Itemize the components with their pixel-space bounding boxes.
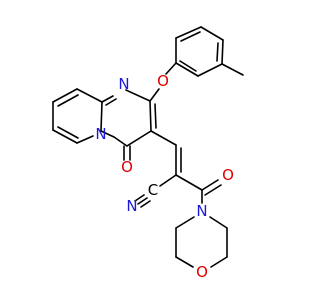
amide-carbonyl-bond [201, 179, 219, 191]
atom-n-bridgehead: N [95, 125, 106, 143]
vinyl-bond [150, 130, 177, 146]
nitrile-link [159, 174, 177, 187]
amide-c-bond [175, 174, 203, 191]
morpholine-ring [175, 216, 228, 268]
pyrimidinone-ring [100, 89, 157, 147]
atom-o-ether: O [157, 72, 169, 90]
chemical-structure: N N O O O C N N O [52, 26, 244, 281]
nitrile-triple-2 [134, 194, 145, 202]
atom-n-nitrile: N [126, 197, 137, 215]
atom-c-nitrile: C [148, 181, 158, 199]
atom-o-ring-carbonyl: O [121, 158, 133, 176]
pyridine-ring [52, 88, 103, 144]
tolyl-ring [175, 26, 244, 77]
amide-carbonyl-bond-2 [204, 184, 222, 196]
nitrile-triple-3 [140, 200, 151, 208]
nitrile-triple-1 [137, 197, 148, 205]
atom-o-morpholine: O [196, 263, 208, 281]
ether-bond-aryl [165, 62, 177, 75]
ether-bond-ring [149, 88, 160, 102]
atom-o-amide: O [222, 166, 234, 184]
atom-n-pyrimidine: N [118, 75, 129, 93]
atom-n-morpholine: N [196, 202, 207, 220]
